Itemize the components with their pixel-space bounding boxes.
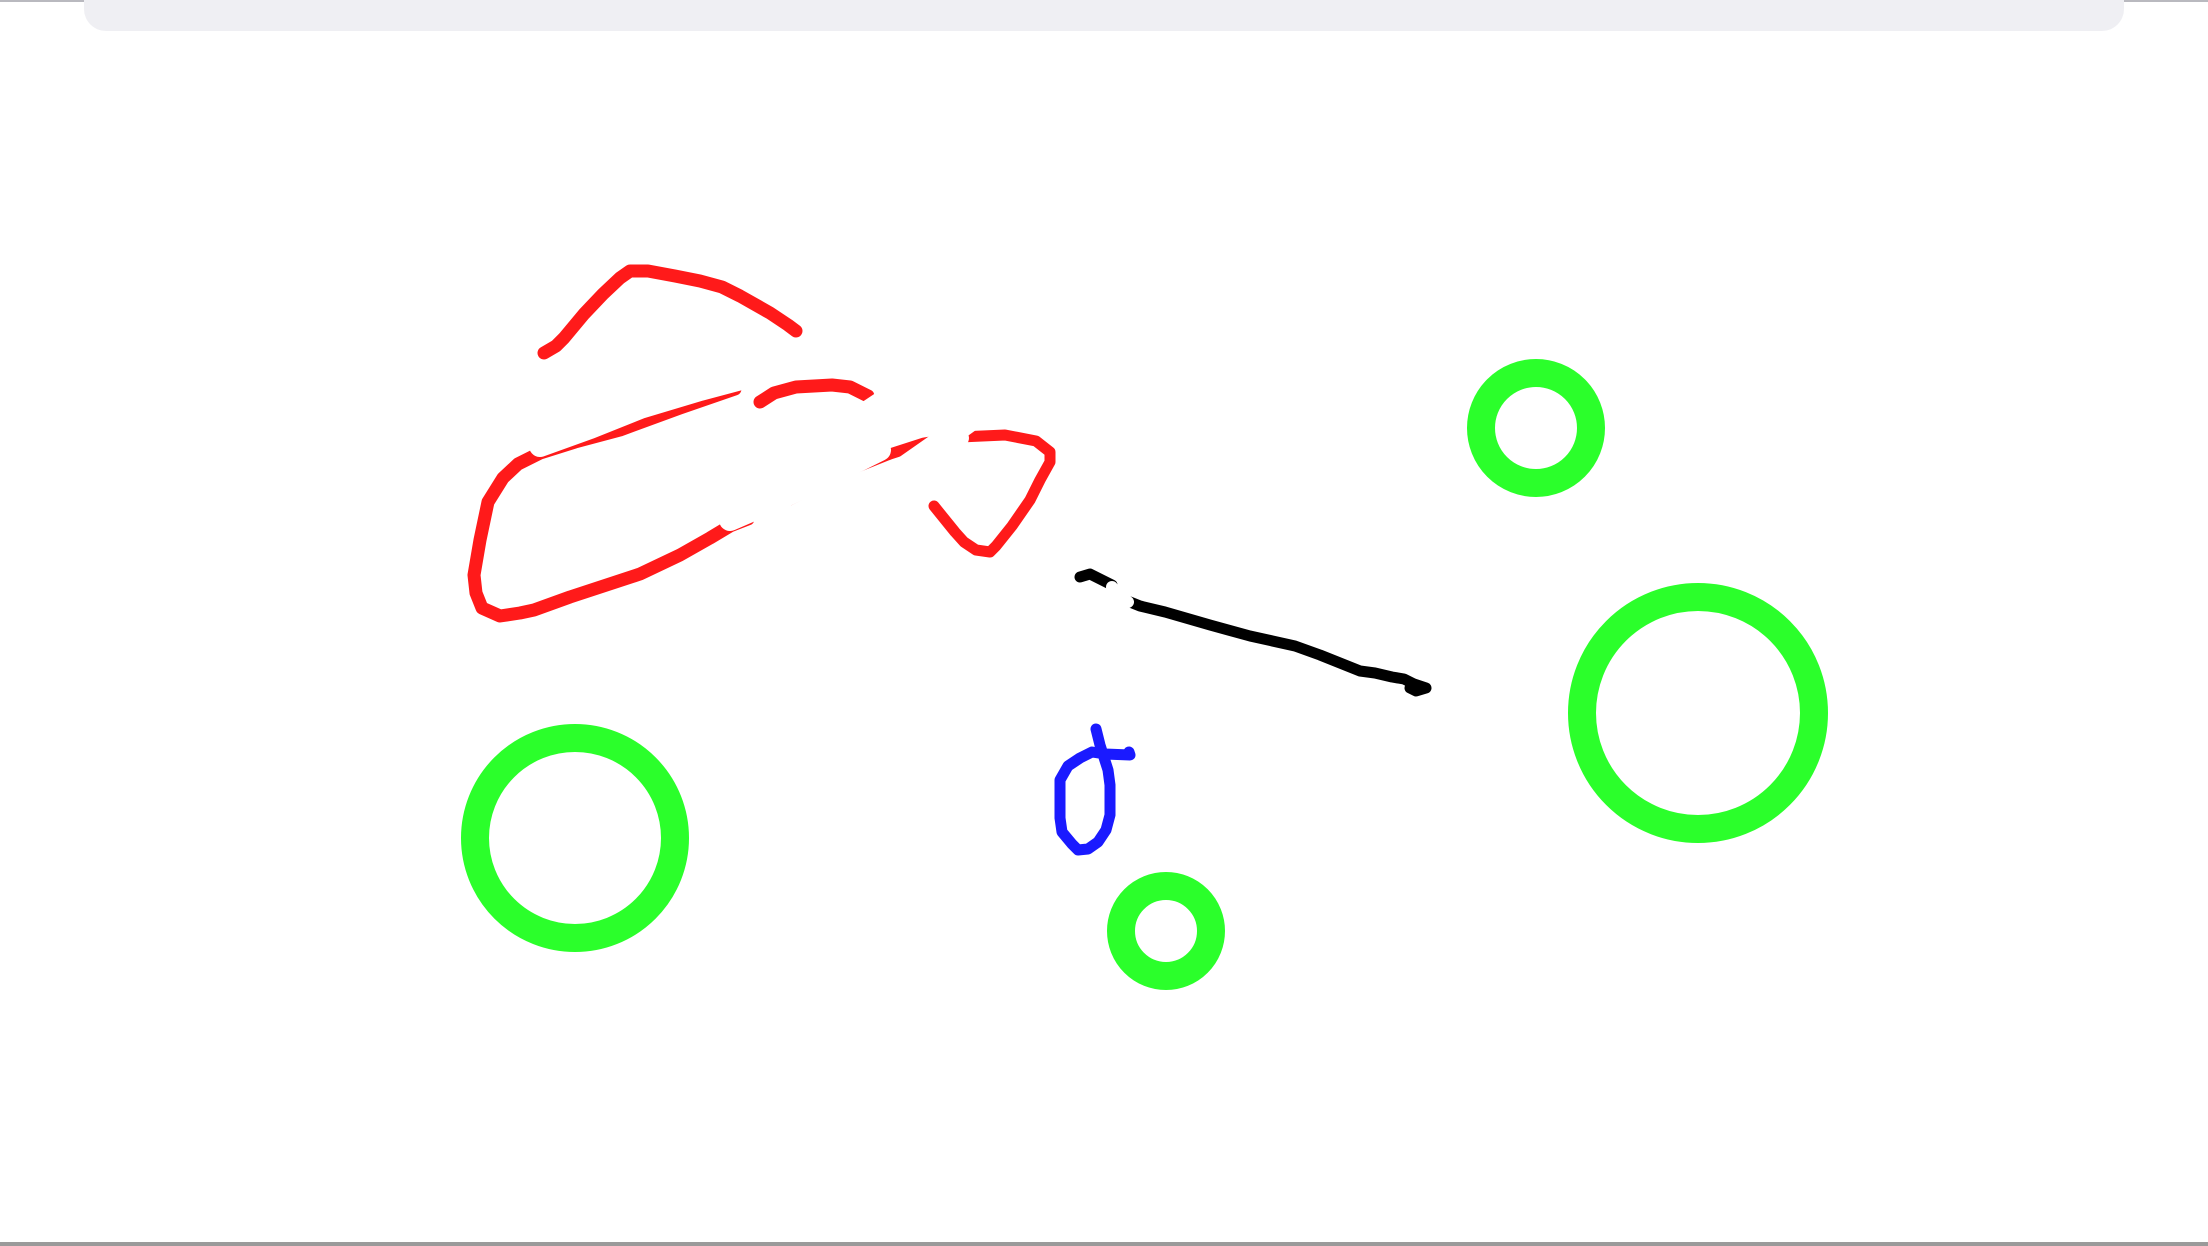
toolbar-strip[interactable] [84, 0, 2124, 31]
green-circle-small-bottom[interactable] [1107, 872, 1225, 990]
green-circles[interactable] [461, 359, 1828, 990]
black-stroke-eraser-gap [1106, 581, 1134, 608]
eraser-stroke-3 [847, 387, 996, 481]
eraser-stroke-4 [916, 429, 969, 483]
eraser-strokes [529, 367, 1119, 605]
black-stroke-line[interactable] [1074, 568, 1432, 697]
green-circle-large-right[interactable] [1568, 583, 1828, 843]
window-bottom-border [0, 1242, 2208, 1246]
eraser-stroke-1 [529, 367, 756, 457]
green-circle-small-top[interactable] [1467, 359, 1605, 497]
blue-letter-stroke[interactable] [1054, 723, 1136, 856]
eraser-stroke-2 [719, 439, 891, 531]
red-stroke-top-arc[interactable] [537, 264, 803, 360]
eraser-stroke-5 [1078, 578, 1119, 605]
red-stroke-small-loop[interactable] [753, 378, 875, 409]
green-circle-left[interactable] [461, 724, 689, 952]
